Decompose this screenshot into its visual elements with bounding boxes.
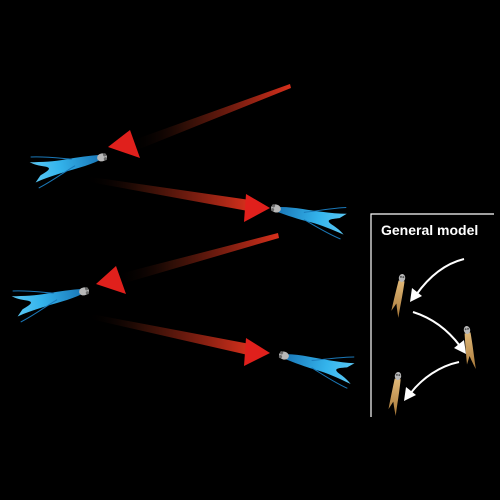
inset-title: General model	[381, 222, 478, 238]
larva-icon	[387, 371, 402, 417]
trajectory-arrow-4	[86, 313, 270, 366]
larva-icon	[267, 189, 351, 240]
turn-arrow-icon	[404, 361, 460, 401]
trajectory-arrows	[84, 84, 291, 366]
inset-border	[370, 213, 494, 417]
larva-icon	[390, 273, 406, 319]
larva-icon	[10, 276, 93, 324]
general-model-inset: General model	[370, 213, 494, 417]
trajectory-arrow-2	[84, 176, 270, 222]
larva-icon	[274, 336, 359, 390]
turn-arrow-icon	[412, 311, 466, 354]
larvae	[10, 142, 359, 390]
trajectory-arrow-1	[108, 84, 291, 158]
trajectory-arrow-3	[96, 233, 279, 294]
turn-arrow-icon	[410, 258, 465, 302]
